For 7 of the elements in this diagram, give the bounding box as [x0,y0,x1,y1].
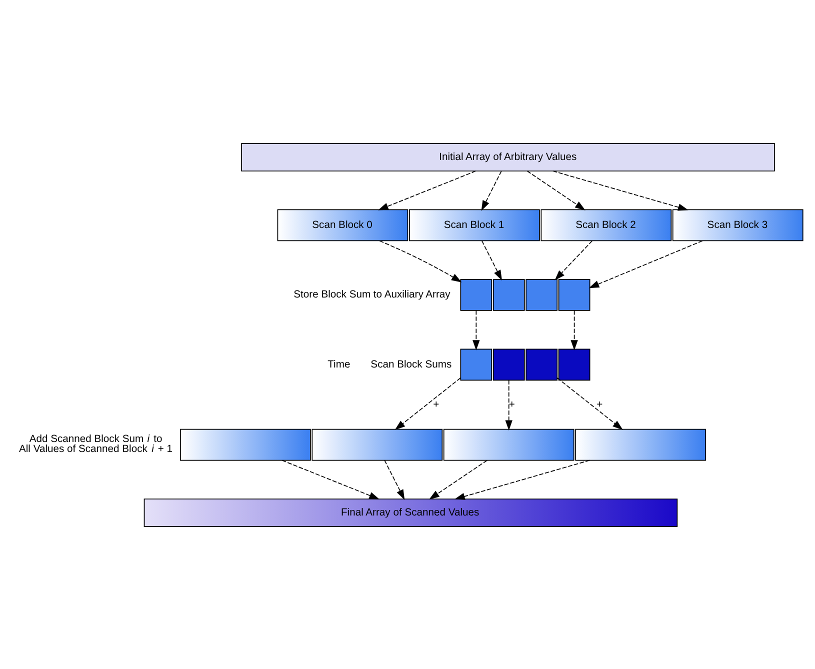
label: Store Block Sum to Auxiliary Array [294,289,450,300]
label: Add Scanned Block Sum i to All Values of Scanned Block i + 1 [19,433,173,455]
edge-label: + [596,398,603,410]
edge-label: + [508,398,515,410]
edge-label: + [433,398,440,410]
label: Time [328,358,350,370]
label: Scan Block Sums [370,358,452,370]
